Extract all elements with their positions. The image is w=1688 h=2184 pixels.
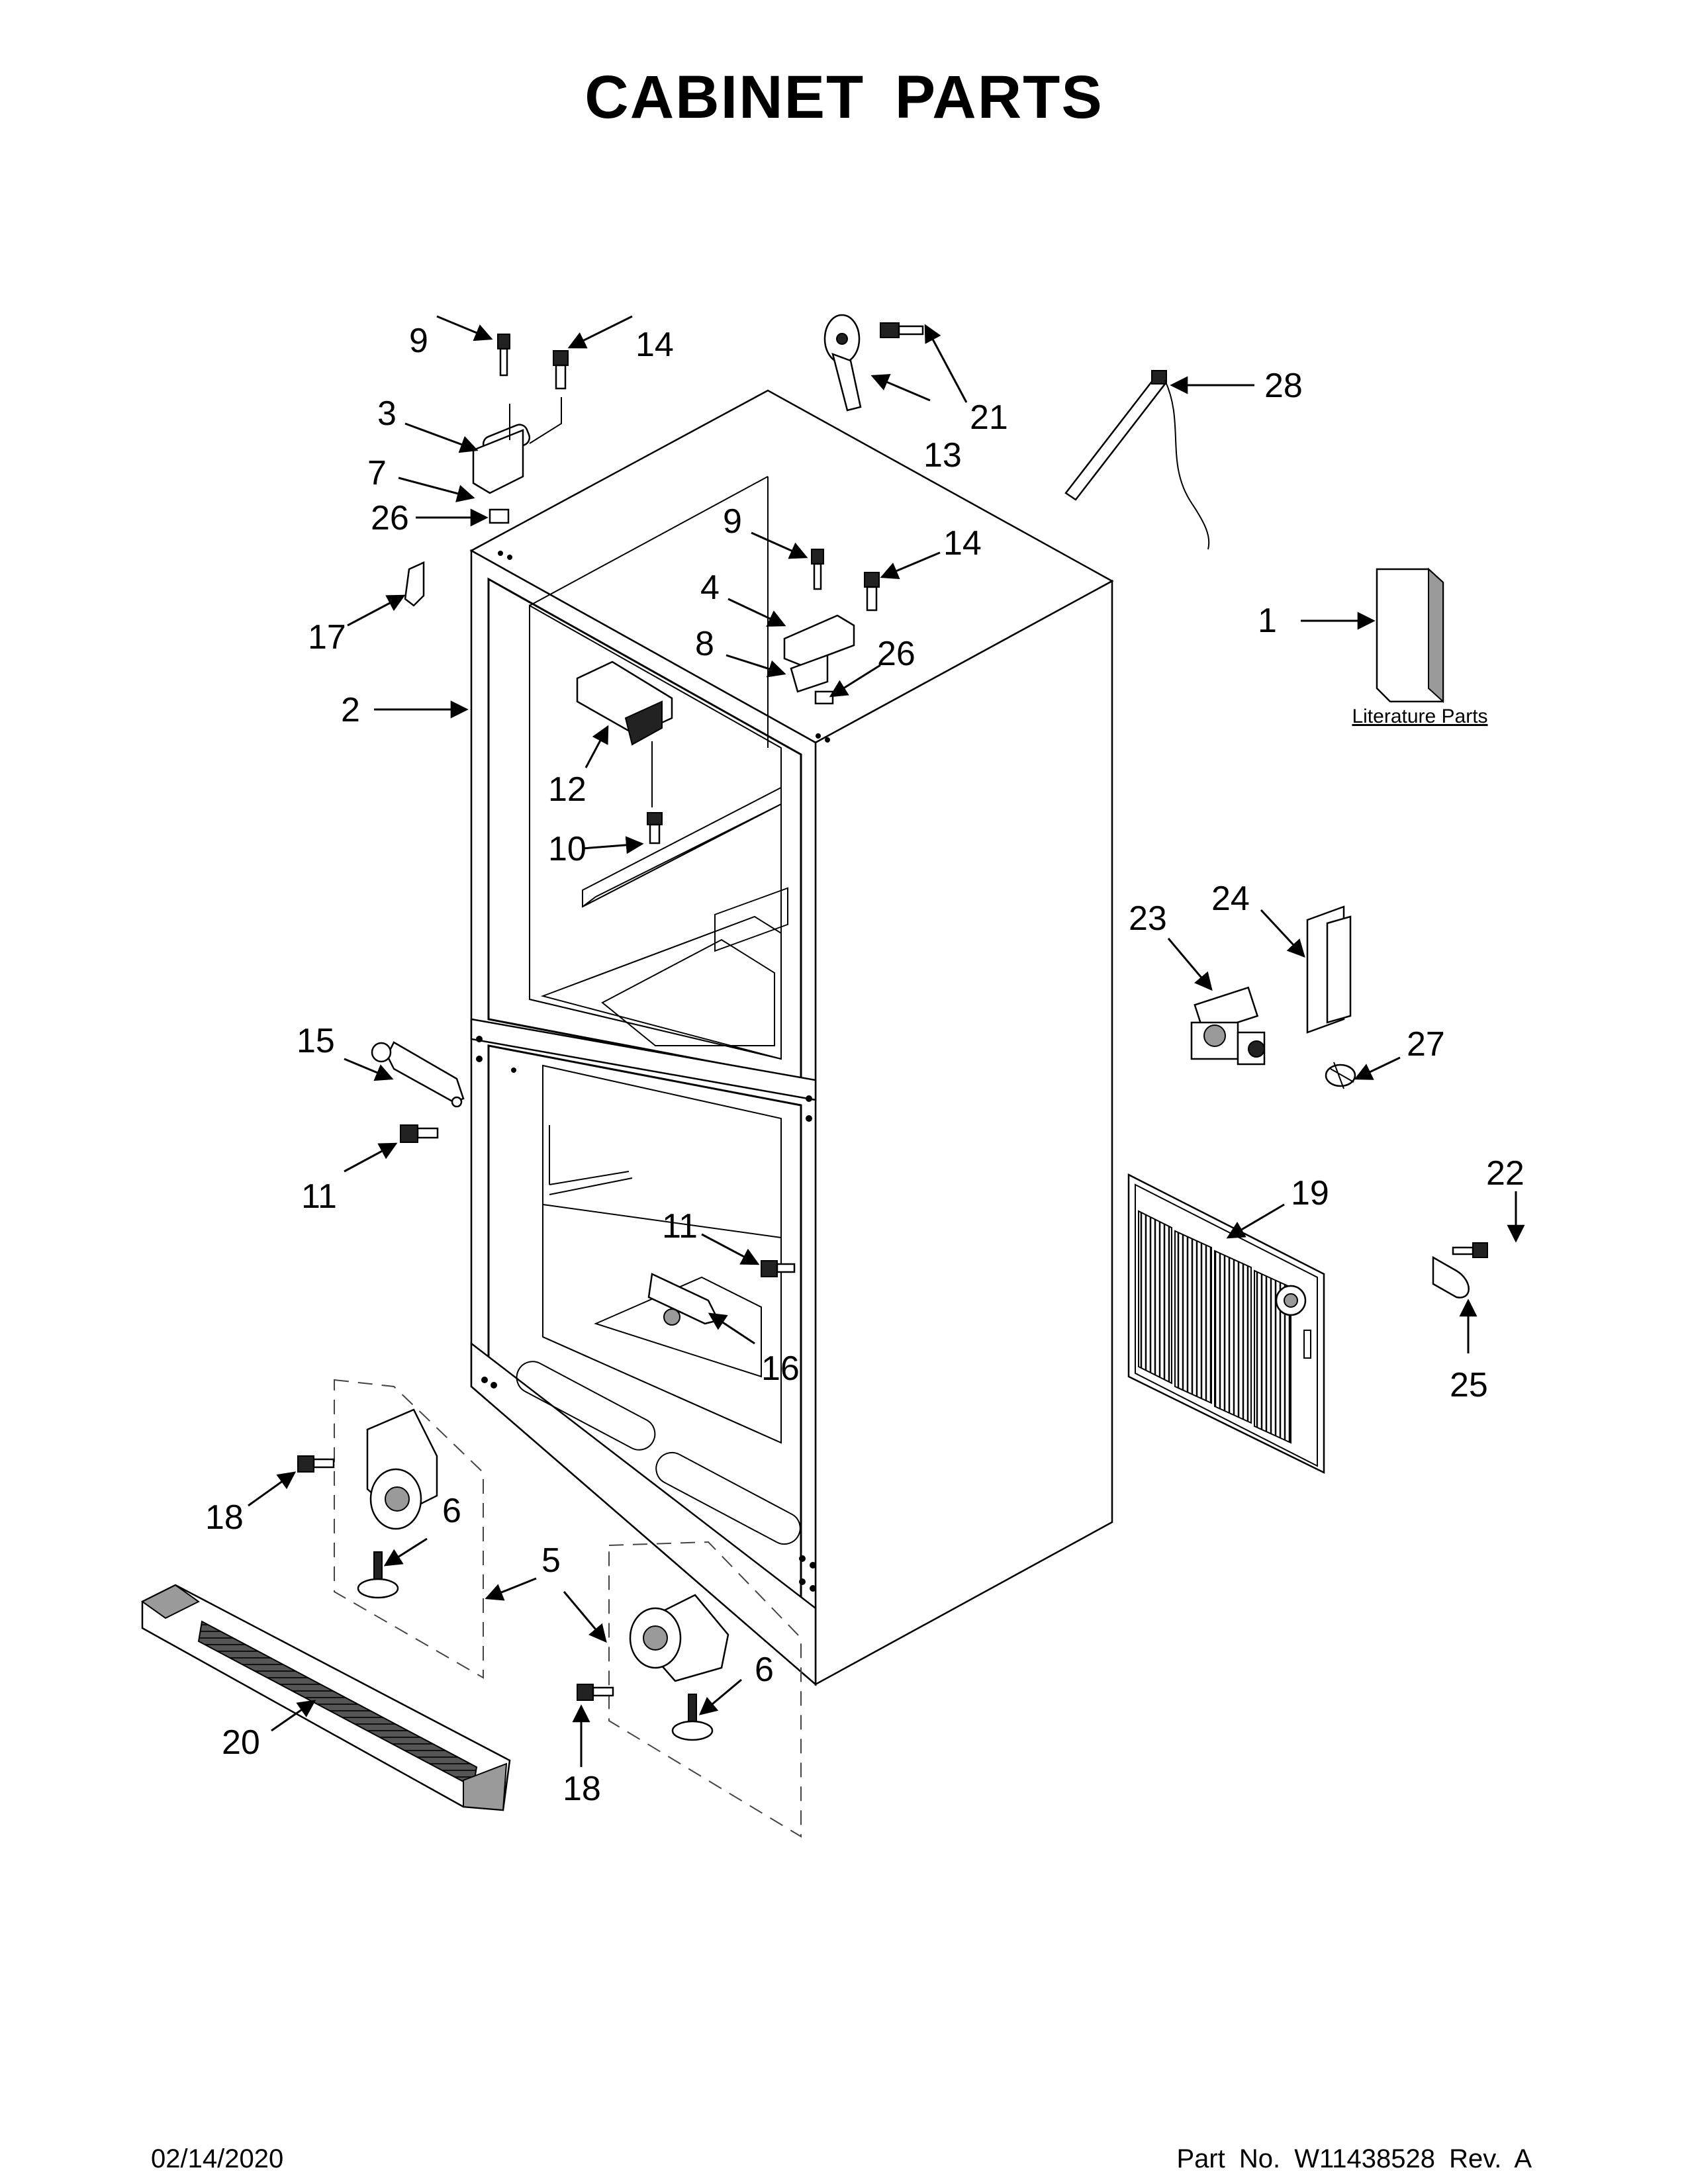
callout-20: 20: [222, 1723, 260, 1762]
screw-14-right: [864, 572, 880, 612]
page-title: CABINET PARTS: [585, 64, 1103, 131]
literature-parts: Literature Parts: [1352, 567, 1488, 727]
callout-18-left: 18: [205, 1498, 244, 1537]
toe-grille-20: [141, 1584, 511, 1811]
screw-14-left: [553, 350, 569, 390]
literature-label: Literature Parts: [1352, 705, 1487, 727]
callout-28: 28: [1264, 367, 1303, 405]
water-valve-23: [1190, 986, 1266, 1066]
callout-6-right: 6: [755, 1651, 774, 1689]
callout-11-center: 11: [662, 1207, 698, 1246]
callout-14: 14: [635, 326, 674, 364]
clamp-25: [1432, 1242, 1488, 1298]
callout-17: 17: [308, 618, 346, 657]
clip-27: [1325, 1062, 1356, 1089]
callout-6-left: 6: [442, 1492, 461, 1530]
roller-assembly-left: [297, 1379, 484, 1679]
callout-2: 2: [341, 691, 360, 729]
roller-assembly-right: [577, 1541, 802, 1838]
footer-date: 02/14/2020: [151, 2144, 284, 2173]
cabinet: [469, 389, 1114, 1686]
callout-26: 26: [371, 499, 409, 537]
callout-21: 21: [970, 398, 1008, 437]
callout-3: 3: [377, 394, 397, 433]
top-roller-bracket: [823, 314, 924, 412]
callout-13: 13: [923, 436, 962, 475]
callout-18-right: 18: [563, 1770, 601, 1808]
callout-14-right: 14: [943, 524, 982, 563]
callout-numbers: 9 14 3 7 26 17 2 9 14 4 8 26 21 13 28 1 …: [205, 322, 1524, 1808]
callout-15: 15: [297, 1022, 335, 1060]
callout-7: 7: [367, 454, 387, 492]
callout-22: 22: [1486, 1154, 1524, 1193]
clip-17: [404, 561, 425, 607]
leader-lines: [248, 315, 1525, 1767]
callout-16: 16: [761, 1349, 800, 1388]
callout-27: 27: [1407, 1025, 1445, 1064]
rear-access-cover-19: [1127, 1173, 1325, 1475]
bracket-15: [371, 1041, 465, 1143]
shelf-bracket-12: [576, 660, 673, 844]
callout-23: 23: [1129, 899, 1167, 938]
drain-heater-28: [1064, 370, 1210, 550]
callout-19: 19: [1291, 1174, 1329, 1212]
screw-9-left: [497, 334, 510, 377]
callout-26-right: 26: [877, 635, 915, 673]
callout-11-left: 11: [301, 1177, 337, 1216]
bracket-24: [1306, 905, 1352, 1034]
screw-9-right: [811, 549, 824, 590]
callout-8: 8: [695, 625, 714, 663]
callout-5: 5: [541, 1541, 561, 1580]
callout-24: 24: [1211, 880, 1250, 918]
callout-4: 4: [700, 569, 720, 607]
callout-10: 10: [548, 830, 586, 868]
callout-9-right: 9: [723, 502, 742, 541]
callout-1: 1: [1258, 602, 1277, 640]
callout-25: 25: [1450, 1366, 1488, 1404]
callout-12: 12: [548, 770, 586, 809]
top-hinge-right: [783, 549, 880, 705]
callout-9: 9: [409, 322, 428, 360]
footer-part-number: Part No. W11438528 Rev. A: [1176, 2144, 1532, 2173]
top-hinge-left: [472, 334, 569, 524]
